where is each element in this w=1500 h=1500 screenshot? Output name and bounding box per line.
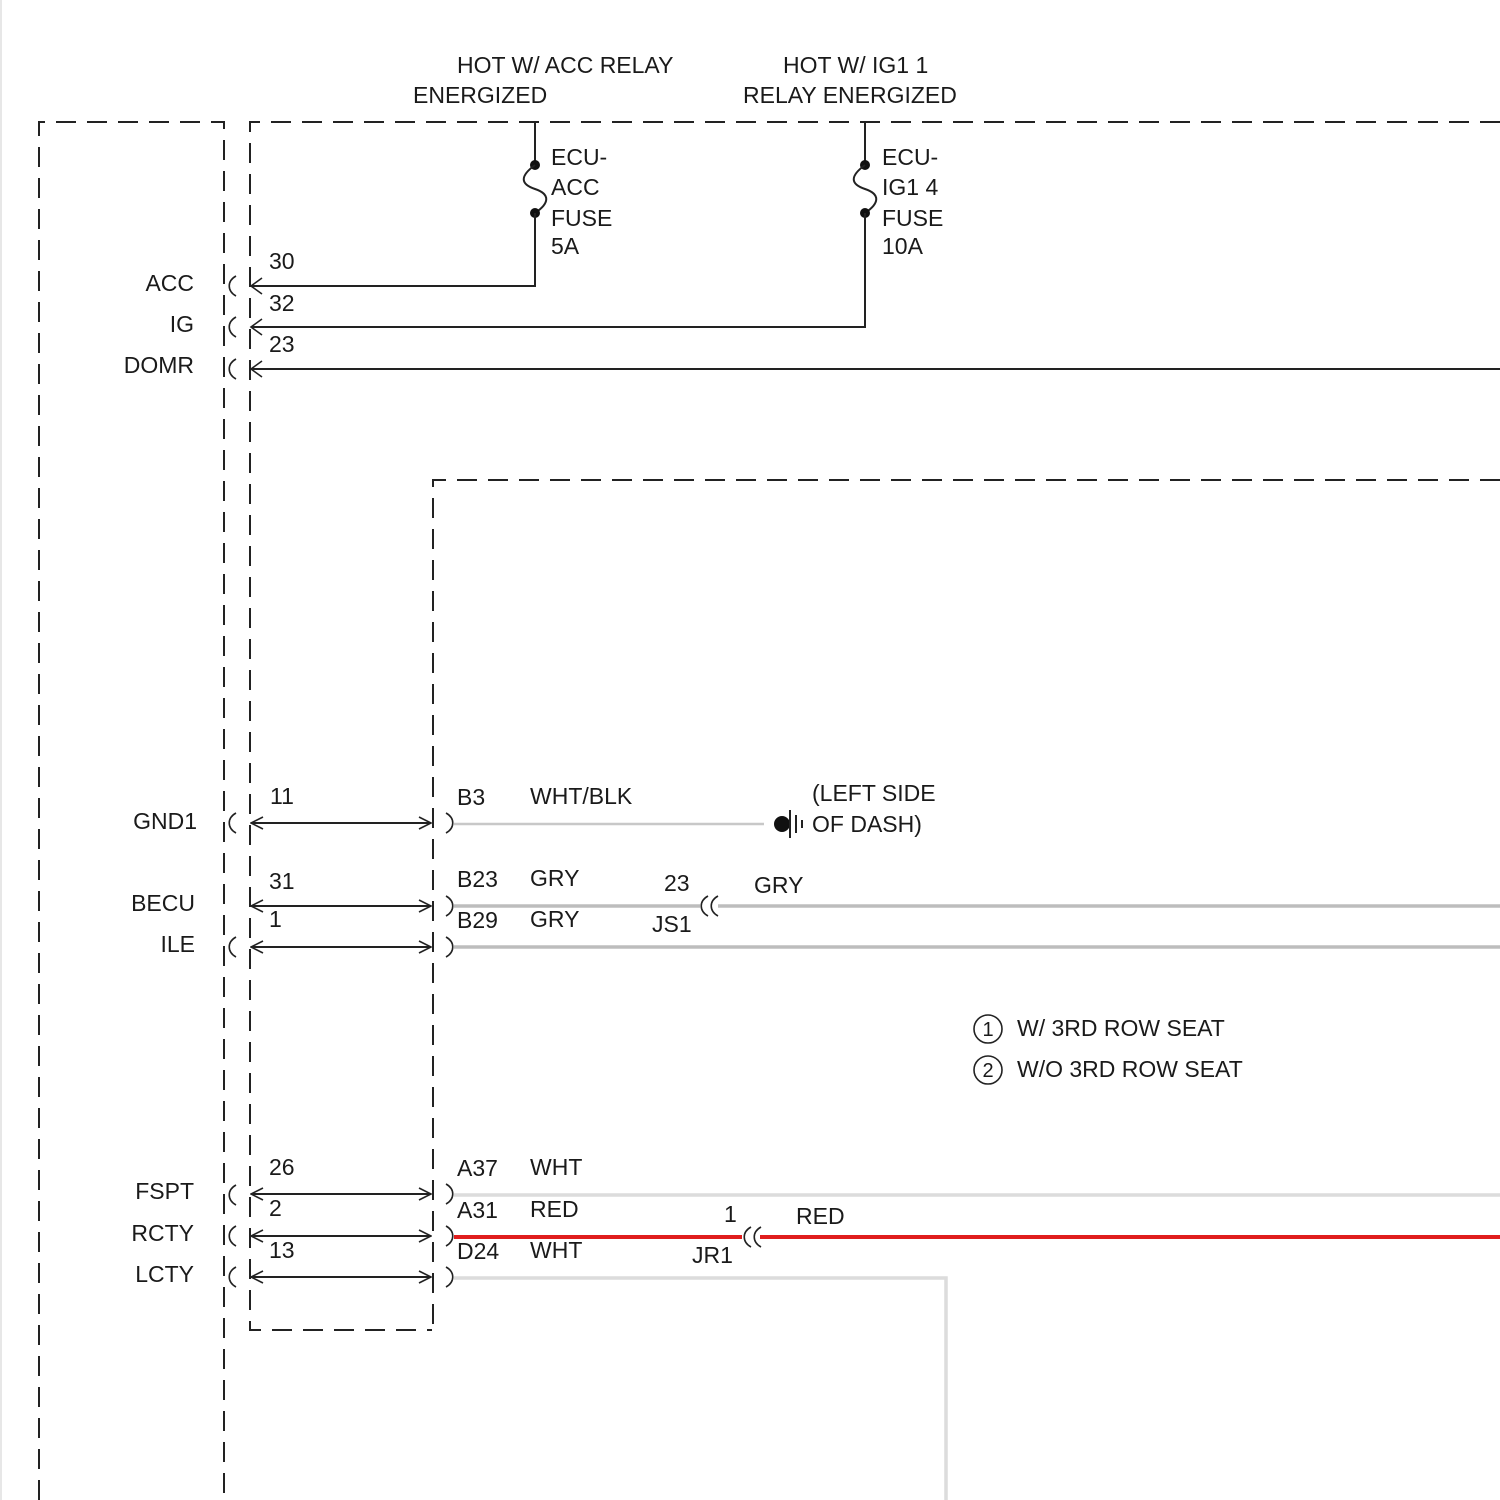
legend-text-1: W/ 3RD ROW SEAT <box>1017 1015 1225 1041</box>
jr1-pin: 1 <box>724 1201 737 1227</box>
ecu-pin-ile: ILE <box>160 931 195 957</box>
legend-num-1: 1 <box>982 1019 993 1041</box>
ecu-pin-acc: ACC <box>145 270 194 296</box>
wht-wire-lcty <box>454 1278 946 1500</box>
jr1-name: JR1 <box>692 1242 733 1268</box>
js1-name: JS1 <box>652 911 692 937</box>
wire-color-d24: WHT <box>530 1237 582 1263</box>
pin-number: 2 <box>269 1195 282 1221</box>
ig1-relay-label: HOT W/ IG1 1 <box>783 52 928 78</box>
pin-number: 11 <box>270 783 294 809</box>
ground-location: (LEFT SIDE <box>812 780 936 806</box>
legend-text-2: W/O 3RD ROW SEAT <box>1017 1056 1243 1082</box>
wire-color-b23: GRY <box>530 865 579 891</box>
fuse-acc-rating: 5A <box>551 233 580 259</box>
junction-pin-b23: B23 <box>457 866 498 892</box>
jr1-wire-color: RED <box>796 1203 845 1229</box>
ecu-pin-becu: BECU <box>131 890 195 916</box>
pin-number: 23 <box>269 331 295 357</box>
fuse-icon <box>854 165 877 213</box>
fuse-ig1-rating: 10A <box>882 233 924 259</box>
fuse-acc-name-1: ECU- <box>551 144 607 170</box>
fuse-ig1-name-1: ECU- <box>882 144 938 170</box>
pin-number: 13 <box>269 1237 295 1263</box>
legend-num-2: 2 <box>982 1060 993 1082</box>
junction-pin-a37: A37 <box>457 1155 498 1181</box>
ig1-relay-label-2: RELAY ENERGIZED <box>743 82 957 108</box>
js1-connector-icon <box>701 896 718 916</box>
junction-connector-brackets <box>446 813 453 1287</box>
ground-location-2: OF DASH) <box>812 811 922 837</box>
junction-block-outline <box>250 122 1500 1330</box>
ecu-pin-gnd1: GND1 <box>133 808 197 834</box>
fuse-ig1-name-3: FUSE <box>882 205 943 231</box>
fuse-icon <box>524 165 547 213</box>
ecu-pin-fspt: FSPT <box>135 1178 194 1204</box>
ecu-connector-brackets <box>229 276 236 1287</box>
ecu-pin-lcty: LCTY <box>135 1261 194 1287</box>
acc-relay-label-2: ENERGIZED <box>413 82 547 108</box>
fuse-acc-name-2: ACC <box>551 174 600 200</box>
fuse-acc-name-3: FUSE <box>551 205 612 231</box>
wire-color-a31: RED <box>530 1196 579 1222</box>
pin-number: 31 <box>269 868 295 894</box>
junction-pin-d24: D24 <box>457 1238 499 1264</box>
wire-color-b3: WHT/BLK <box>530 783 633 809</box>
ecu-pin-ig: IG <box>170 311 194 337</box>
wire-color-b29: GRY <box>530 906 579 932</box>
js1-wire-color: GRY <box>754 872 803 898</box>
acc-relay-label: HOT W/ ACC RELAY <box>457 52 673 78</box>
ecu-pin-rcty: RCTY <box>131 1220 194 1246</box>
wire-color-a37: WHT <box>530 1154 582 1180</box>
js1-pin: 23 <box>664 870 690 896</box>
pin-number: 32 <box>269 290 295 316</box>
junction-pin-b3: B3 <box>457 784 485 810</box>
ecu-pin-domr: DOMR <box>124 352 194 378</box>
legend: 1 W/ 3RD ROW SEAT 2 W/O 3RD ROW SEAT <box>974 1015 1243 1084</box>
pin-number: 30 <box>269 248 295 274</box>
ground-icon <box>774 810 802 838</box>
pin-number: 1 <box>269 906 282 932</box>
jr1-connector-icon <box>744 1227 761 1247</box>
pin-number: 26 <box>269 1154 295 1180</box>
fuse-ig1-name-2: IG1 4 <box>882 174 938 200</box>
ecu-acc-fuse <box>252 122 546 286</box>
junction-pin-b29: B29 <box>457 907 498 933</box>
junction-pin-a31: A31 <box>457 1197 498 1223</box>
